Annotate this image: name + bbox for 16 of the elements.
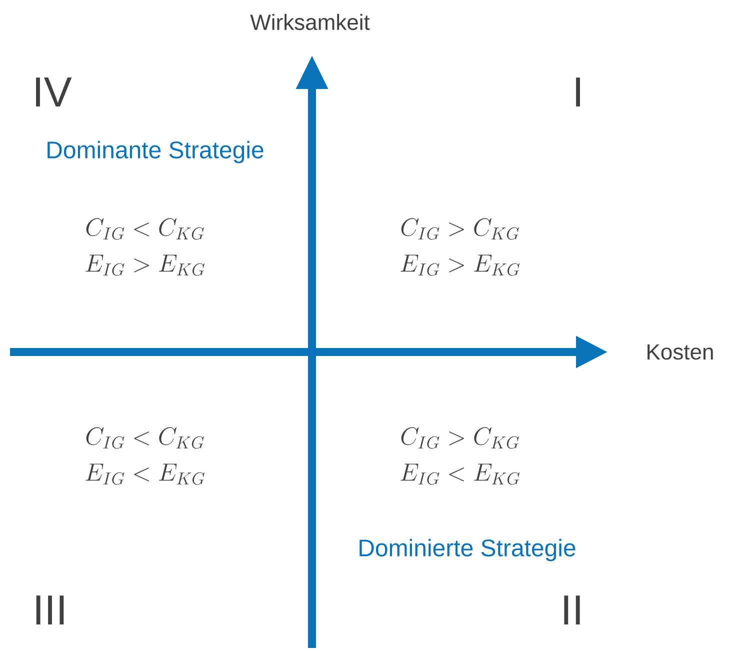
quadrant-number: I — [576, 78, 580, 106]
strategy-label: Dominierte Strategie — [360, 538, 576, 562]
formula: $E_{IG} > E_{KG}$ — [400, 254, 520, 276]
formula: $C_{IG} < C_{KG}$ — [86, 427, 204, 449]
quadrant-number: IV — [36, 78, 72, 106]
formula: $E_{IG} < E_{KG}$ — [400, 464, 520, 485]
axis-label: Kosten — [648, 344, 713, 360]
formula: $C_{IG} > C_{KG}$ — [401, 218, 519, 240]
formula: $E_{IG} > E_{KG}$ — [86, 254, 205, 276]
quadrant-number: III — [36, 596, 64, 624]
formula: $E_{IG} < E_{KG}$ — [86, 464, 205, 485]
formula: $C_{IG} < C_{KG}$ — [86, 218, 204, 240]
axis-label: Wirksamkeit — [250, 14, 370, 30]
formula: $C_{IG} > C_{KG}$ — [401, 427, 519, 449]
quadrant-number: II — [564, 596, 580, 624]
strategy-label: Dominante Strategie — [48, 140, 264, 164]
